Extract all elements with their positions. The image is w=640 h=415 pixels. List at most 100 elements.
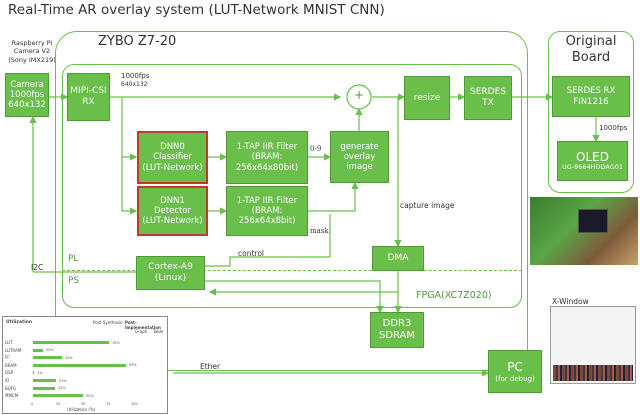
xwindow-screenshot [550,306,636,384]
xwindow-image-strip [553,365,633,381]
utilization-row-label: DSP [5,370,14,376]
ddr-line1: DDR3 [382,318,412,329]
pl-ps-divider [62,270,522,271]
iir0-line3: 256x64x80bit) [235,162,299,173]
utilization-tick-label: 0 [31,402,34,406]
iir1-line3: 256x64x8bit) [238,216,296,227]
serdes-tx-block: SERDES TX [464,76,512,120]
dnn0-classifier-block: DNN0 Classifier (LUT-Network) [137,131,208,184]
utilization-bar-value: 1% [37,370,43,375]
subtab-graph[interactable]: Graph [135,329,148,334]
serdes-tx-line1: SERDES [470,87,506,98]
iir0-line2: (BRAM: [251,152,283,163]
wire-cortex-ddr-top [205,280,384,314]
pc-line1: PC [507,360,523,375]
mipi-line1: MIPI-CSI [70,86,107,97]
adder-symbol: + [353,88,365,102]
iir-filter-1-block: 1-TAP IIR Filter (BRAM: 256x64x8bit) [226,186,308,236]
generate-overlay-block: generate overlay image [330,131,389,183]
utilization-bar [33,386,55,390]
iir1-line2: (BRAM: [251,205,283,216]
oled-line1: OLED [576,149,609,164]
iir-filter-0-block: 1-TAP IIR Filter (BRAM: 256x64x80bit) [226,131,308,184]
serdes-rx-block: SERDES RX FIN1216 [552,76,630,117]
dnn1-detector-block: DNN1 Detector (LUT-Network) [137,186,208,236]
utilization-bar-value: 10% [46,348,54,353]
dnn1-line2: Detector [153,205,192,216]
overlay-line2: overlay [343,151,376,162]
utilization-row-label: LUT [5,340,13,345]
utilization-row-label: FF [5,355,10,361]
wire-split-dnn0 [121,97,138,161]
serdes-rx-line1: SERDES RX [566,86,616,97]
camera-source-line2: Camera V2 [13,47,51,56]
utilization-bar-value: 23% [59,378,67,383]
wire-split-dnn1 [121,157,138,215]
utilization-bar [33,341,109,344]
utilization-row-label: LUTRAM [5,347,22,353]
fpga-frame [62,64,522,308]
serdes-rx-line2: FIN1216 [573,96,609,107]
ps-label: PS [68,276,80,286]
oled-block: OLED UG-9664HDDAG01 [557,141,628,181]
tab-post-implementation[interactable]: Post-Implementation [125,320,161,330]
fps-label-b: 1000fps [599,124,628,132]
iir0-line1: 1-TAP IIR Filter [236,142,298,153]
mask-label: mask [310,227,329,235]
utilization-bar [33,379,56,382]
camera-title: Camera [10,79,44,90]
board-photo [530,197,638,265]
utilization-row-label: MMCM [5,393,19,399]
utilization-tick-label: 75 [106,402,111,406]
xwindow-label: X-Window [552,297,589,306]
pl-label: PL [68,254,79,264]
camera-block: Camera 1000fps 640x132 [5,73,49,117]
adder-circle [346,84,372,110]
tab-post-synthesis[interactable]: Post-Synthesis [93,320,123,325]
subtab-table[interactable]: Table [153,329,164,334]
board-label: ZYBO Z7-20 [98,34,177,49]
zybo-board-frame [55,31,528,371]
utilization-title: Utilization [6,320,33,325]
utilization-tick-label: 25 [56,402,61,406]
utilization-bar-value: 76% [112,340,120,345]
original-board-label: Original Board [548,34,634,65]
fps-label-a: 1000fps [121,72,150,80]
utilization-row-label: BRAM [5,362,17,368]
ddr3-sdram-block: DDR3 SDRAM [370,312,424,348]
digits-label: 0-9 [310,145,322,153]
utilization-row-label: BUFG [5,385,17,391]
oled-part-number: UG-9664HDDAG01 [561,163,624,172]
control-label: control [238,249,264,258]
dnn0-line1: DNN0 [160,142,185,153]
mipi-line2: RX [82,97,95,107]
resize-line1: resize [413,92,441,103]
dnn1-line1: DNN1 [160,195,185,206]
utilization-bar [33,348,43,352]
wire-control [205,214,331,267]
utilization-tick-label: 100 [131,402,138,406]
i2c-label: I2C [31,263,44,272]
overlay-line1: generate [340,141,379,152]
utilization-xlabel: Utilization (%) [67,407,96,412]
camera-source-line3: (Sony IMX219) [8,55,56,64]
original-board-line1: Original [565,34,617,49]
oled-screen-photo [578,209,608,233]
dma-block: DMA [372,246,424,271]
iir1-line1: 1-TAP IIR Filter [236,195,298,206]
original-board-line2: Board [571,49,611,65]
overlay-line3: image [346,162,373,173]
dma-line1: DMA [387,253,409,264]
ddr-line2: SDRAM [378,330,416,341]
camera-fps: 1000fps [9,89,45,100]
utilization-tick-label: 50 [81,402,86,406]
fpga-label: FPGA(XC7Z020) [416,290,492,301]
original-board-frame [548,31,634,193]
utilization-bar [33,356,62,360]
utilization-bar-value: 29% [65,355,73,360]
cortex-line1: Cortex-A9 [148,262,193,273]
utilization-bar-value: 93% [129,363,137,368]
dnn0-line3: (LUT-Network) [142,162,203,173]
dnn1-line3: (LUT-Network) [142,216,203,227]
